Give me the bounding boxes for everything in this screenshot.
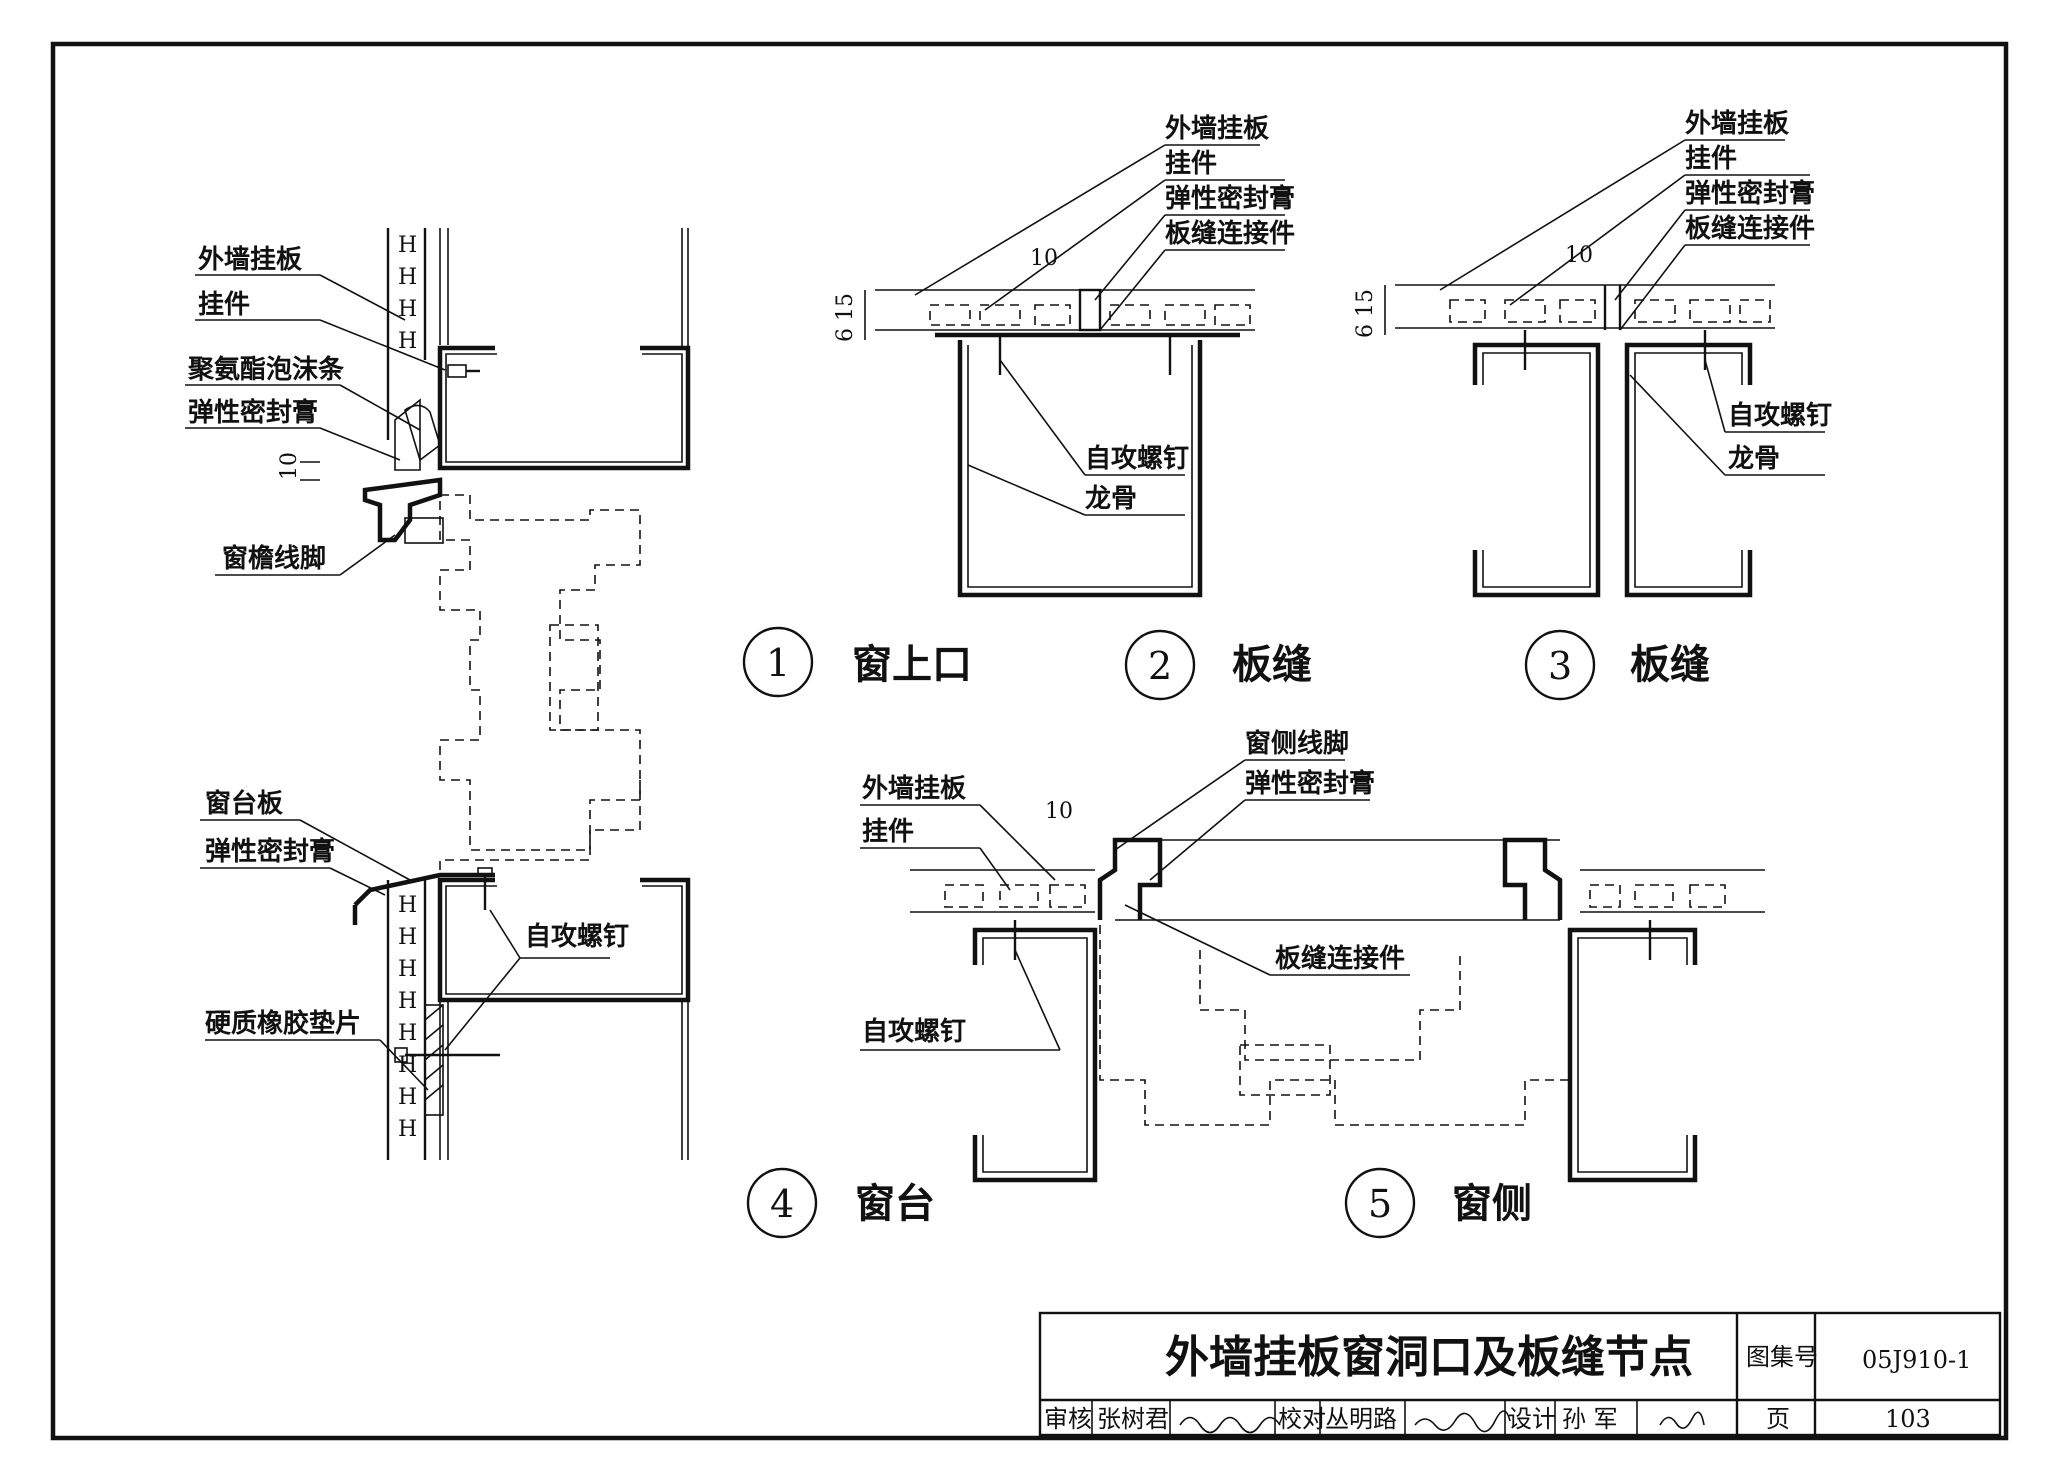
svg-text:H: H — [398, 329, 417, 354]
svg-text:H: H — [398, 925, 417, 950]
svg-text:板缝: 板缝 — [1232, 641, 1312, 688]
title-block: 外墙挂板窗洞口及板缝节点 图集号 05J910-1 页 103 审核 张树君 校… — [1038, 1311, 2002, 1437]
svg-text:4: 4 — [770, 1182, 794, 1226]
caption-detail-1: 1 窗上口 — [742, 626, 972, 698]
detail-4-labels: 窗台板 弹性密封膏 自攻螺钉 硬质橡胶垫片 — [200, 788, 629, 1091]
caption-detail-3: 3 板缝 — [1524, 629, 1710, 701]
dim-10-d1: 10 — [277, 452, 302, 480]
svg-text:2: 2 — [1148, 644, 1172, 688]
label-chuangce-xianjiao: 窗侧线脚 — [1245, 728, 1349, 759]
caption-detail-5: 5 窗侧 — [1344, 1167, 1532, 1239]
svg-text:H: H — [398, 893, 417, 918]
label-zigong-luoding-2: 自攻螺钉 — [1085, 443, 1189, 474]
svg-text:板缝: 板缝 — [1630, 641, 1710, 688]
checker-name: 丛明路 — [1325, 1405, 1397, 1433]
caption-detail-2: 2 板缝 — [1124, 629, 1312, 701]
label-chuangtai-ban: 窗台板 — [205, 788, 283, 819]
detail-5-labels: 窗侧线脚 弹性密封膏 外墙挂板 挂件 板缝连接件 自攻螺钉 — [860, 728, 1410, 1051]
detail-1-labels: 外墙挂板 挂件 聚氨酯泡沫条 弹性密封膏 窗檐线脚 — [185, 245, 446, 576]
page-number: 103 — [1885, 1405, 1931, 1433]
atlas-number: 05J910-1 — [1862, 1346, 1971, 1374]
detail-3-drawing: 6 15 10 — [1353, 243, 1775, 598]
svg-text:H: H — [398, 265, 417, 290]
svg-text:H: H — [398, 1085, 417, 1110]
detail-4-drawing: H H H H H H H H — [352, 780, 691, 1160]
design-label: 设计 — [1508, 1405, 1556, 1433]
svg-text:窗侧: 窗侧 — [1452, 1180, 1532, 1227]
label-zigong-luoding-4: 自攻螺钉 — [525, 921, 629, 952]
reviewer-name: 张树君 — [1097, 1405, 1169, 1433]
label-longgu-3: 龙骨 — [1728, 444, 1780, 474]
label-waiqiang-guaban-1: 外墙挂板 — [198, 245, 302, 275]
detail-5-drawing: 10 — [910, 799, 1765, 1183]
dim-10-d5: 10 — [1045, 799, 1073, 824]
svg-text:H: H — [398, 989, 417, 1014]
svg-text:窗台: 窗台 — [855, 1180, 935, 1227]
svg-text:H: H — [398, 1021, 417, 1046]
atlas-label: 图集号 — [1746, 1343, 1818, 1371]
label-tanxing-mifeng-1: 弹性密封膏 — [188, 397, 318, 428]
reviewer-signature — [1179, 1416, 1281, 1434]
detail-3-labels: 外墙挂板 挂件 弹性密封膏 板缝连接件 自攻螺钉 龙骨 — [1439, 109, 1832, 476]
detail-2-drawing: 6 15 10 — [833, 246, 1255, 598]
label-banfeng-lianjie-3: 板缝连接件 — [1685, 213, 1815, 244]
label-guajian-5: 挂件 — [862, 817, 914, 847]
label-guajian-2: 挂件 — [1165, 149, 1217, 179]
checker-signature — [1414, 1410, 1511, 1433]
label-zigong-luoding-3: 自攻螺钉 — [1728, 400, 1832, 431]
label-juanzhi-paomo: 聚氨酯泡沫条 — [187, 354, 345, 385]
svg-text:H: H — [398, 1117, 417, 1142]
svg-text:5: 5 — [1368, 1182, 1392, 1226]
label-tanxing-mifeng-4: 弹性密封膏 — [205, 836, 335, 867]
label-tanxing-mifeng-2: 弹性密封膏 — [1165, 183, 1295, 214]
label-waiqiang-guaban-5: 外墙挂板 — [862, 774, 966, 804]
svg-text:H: H — [398, 233, 417, 258]
svg-text:3: 3 — [1548, 644, 1572, 688]
svg-text:H: H — [398, 1053, 417, 1078]
svg-text:H: H — [398, 297, 417, 322]
label-waiqiang-guaban-2: 外墙挂板 — [1165, 114, 1269, 144]
drawing-title: 外墙挂板窗洞口及板缝节点 — [1165, 1332, 1693, 1383]
review-label: 审核 — [1044, 1405, 1092, 1433]
sheet-border — [50, 41, 2009, 1441]
label-tanxing-mifeng-5: 弹性密封膏 — [1245, 768, 1375, 799]
page-label: 页 — [1766, 1405, 1790, 1433]
label-tanxing-mifeng-3: 弹性密封膏 — [1685, 178, 1815, 209]
designer-name: 孙 军 — [1562, 1405, 1618, 1433]
dim-615-d3: 6 15 — [1353, 289, 1378, 338]
label-chuangyan-xianjiao: 窗檐线脚 — [222, 543, 326, 574]
label-yingzhi-xiangjiao: 硬质橡胶垫片 — [205, 1008, 361, 1039]
label-longgu-2: 龙骨 — [1085, 484, 1137, 514]
dim-615-d2: 6 15 — [833, 293, 858, 342]
label-zigong-luoding-5: 自攻螺钉 — [862, 1016, 966, 1047]
label-waiqiang-guaban-3: 外墙挂板 — [1685, 109, 1789, 139]
caption-detail-4: 4 窗台 — [746, 1167, 935, 1239]
label-guajian-3: 挂件 — [1685, 144, 1737, 174]
svg-text:H: H — [398, 957, 417, 982]
detail-2-labels: 外墙挂板 挂件 弹性密封膏 板缝连接件 自攻螺钉 龙骨 — [914, 114, 1295, 516]
svg-text:1: 1 — [766, 641, 790, 685]
detail-1-drawing: H H H H 10 — [277, 228, 691, 851]
label-banfeng-lianjie-5: 板缝连接件 — [1275, 943, 1405, 974]
svg-text:窗上口: 窗上口 — [852, 641, 972, 688]
label-guajian-1: 挂件 — [198, 290, 250, 320]
check-label: 校对 — [1278, 1405, 1326, 1433]
designer-signature — [1659, 1411, 1705, 1429]
label-banfeng-lianjie-2: 板缝连接件 — [1165, 218, 1295, 249]
